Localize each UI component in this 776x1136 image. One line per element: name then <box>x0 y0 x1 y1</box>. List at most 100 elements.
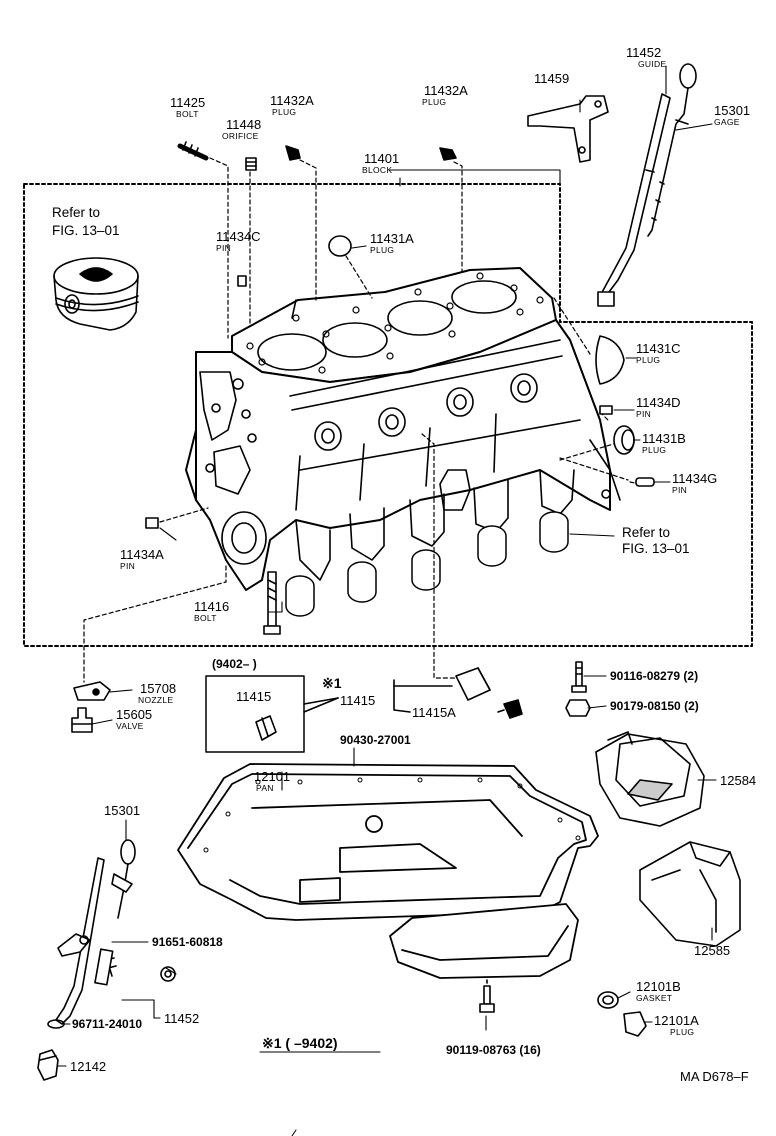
part-name-plug: PLUG <box>642 445 667 455</box>
period-box <box>205 675 305 753</box>
part-number-11434c: 11434C <box>216 229 261 244</box>
part-number-12585: 12585 <box>694 943 731 958</box>
part-name-bolt: BOLT <box>176 109 199 119</box>
valve-11415a <box>503 699 523 719</box>
part-number-91651: 91651-60818 <box>152 935 223 949</box>
baffle-12584 <box>595 731 705 827</box>
main-bearings <box>285 511 569 617</box>
dipstick-upper <box>647 63 697 237</box>
guide-tube-upper <box>597 93 671 307</box>
part-number-90116: 90116-08279 (2) <box>610 669 699 683</box>
part-number-11448: 11448 <box>226 117 262 132</box>
pin-11434g <box>635 477 655 487</box>
refer-to-text: Refer to <box>52 205 101 220</box>
plug-11432a-left <box>285 145 301 161</box>
figure-reference: FIG. 13–01 <box>622 541 690 556</box>
refer-to-text: Refer to <box>622 525 671 540</box>
plug-11431a <box>328 235 352 257</box>
pin-11434d <box>599 405 613 415</box>
orifice-11448 <box>245 157 257 171</box>
part-number-11459: 11459 <box>534 71 570 86</box>
cylinder-block <box>185 267 621 591</box>
part-number-11434a: 11434A <box>120 547 164 562</box>
part-number-90430: 90430-27001 <box>340 733 411 747</box>
part-number-11434g: 11434G <box>672 471 718 486</box>
bolt-11416 <box>263 571 281 635</box>
bolt-90119 <box>479 985 495 1013</box>
part-name-gage: GAGE <box>714 117 740 127</box>
gasket-12101b <box>597 991 619 1009</box>
bracket-11459 <box>527 95 609 163</box>
part-number-15605: 15605 <box>116 707 153 722</box>
part-number-11452-lower: 11452 <box>164 1011 200 1026</box>
part-name-pan: PAN <box>256 783 274 793</box>
part-number-12101: 12101 <box>254 769 291 784</box>
plug-11431b <box>613 425 635 455</box>
part-name-gasket: GASKET <box>636 993 673 1003</box>
nozzle-15708 <box>73 681 111 701</box>
oil-pan-12101 <box>177 763 599 979</box>
part-number-90119: 90119-08763 (16) <box>446 1043 541 1057</box>
figure-reference: FIG. 13–01 <box>52 223 120 238</box>
period-note: (9402– ) <box>212 657 257 671</box>
part-number-15301-lower: 15301 <box>104 803 141 818</box>
plug-11432a-right <box>439 147 457 161</box>
valve-11415-small <box>255 715 277 741</box>
part-number-12101a: 12101A <box>654 1013 699 1028</box>
part-number-11415a: 11415A <box>412 705 456 720</box>
valve-11415 <box>455 667 491 701</box>
part-number-11432a-left: 11432A <box>270 93 314 108</box>
pin-11434a <box>145 517 159 529</box>
part-name-pin: PIN <box>216 243 232 253</box>
part-number-12142: 12142 <box>70 1059 107 1074</box>
part-number-11425: 11425 <box>170 95 206 110</box>
period-footnote: ※1 ( –9402) <box>262 1035 338 1051</box>
guide-tube-lower <box>55 857 105 1025</box>
part-number-12101b: 12101B <box>636 979 681 994</box>
part-number-12584: 12584 <box>720 773 757 788</box>
part-name-plug: PLUG <box>636 355 661 365</box>
baffle-12585 <box>639 841 741 947</box>
cap-12142 <box>37 1049 59 1081</box>
part-name-block: BLOCK <box>362 165 393 175</box>
part-number-15301-gage: 15301 <box>714 103 751 118</box>
part-name-guide: GUIDE <box>638 59 667 69</box>
dipstick-lower <box>94 839 136 986</box>
nut-90179 <box>565 699 591 717</box>
part-name-pin: PIN <box>120 561 136 571</box>
part-number-15708: 15708 <box>140 681 177 696</box>
part-name-nozzle: NOZZLE <box>138 695 174 705</box>
part-number-11431c: 11431C <box>636 341 681 356</box>
plug-11431c <box>595 335 625 385</box>
note-mark: ※1 <box>322 675 342 691</box>
part-number-11434d: 11434D <box>636 395 681 410</box>
part-name-pin: PIN <box>672 485 688 495</box>
part-name-plug: PLUG <box>422 97 447 107</box>
plug-12101a <box>623 1011 647 1037</box>
part-name-plug: PLUG <box>272 107 297 117</box>
valve-15605 <box>71 707 93 733</box>
part-number-11415-box: 11415 <box>236 689 272 704</box>
part-number-11415: 11415 <box>340 693 376 708</box>
part-name-orifice: ORIFICE <box>222 131 259 141</box>
piston-illustration <box>53 257 139 331</box>
part-name-bolt: BOLT <box>194 613 217 623</box>
part-number-11401: 11401 <box>364 151 400 166</box>
part-name-plug: PLUG <box>670 1027 695 1037</box>
part-number-11431b: 11431B <box>642 431 686 446</box>
part-number-11431a: 11431A <box>370 231 414 246</box>
pin-11434c <box>237 275 247 287</box>
bolt-90116 <box>571 661 587 693</box>
part-number-11452-guide: 11452 <box>626 45 662 60</box>
part-number-11416: 11416 <box>194 599 230 614</box>
part-number-11432a-right: 11432A <box>424 83 468 98</box>
part-name-valve: VALVE <box>116 721 144 731</box>
part-name-plug: PLUG <box>370 245 395 255</box>
part-number-90179: 90179-08150 (2) <box>610 699 699 713</box>
bolt-11425 <box>177 141 209 161</box>
part-number-96711: 96711-24010 <box>72 1017 143 1031</box>
part-name-pin: PIN <box>636 409 652 419</box>
figure-code: MA D678–F <box>680 1069 749 1084</box>
